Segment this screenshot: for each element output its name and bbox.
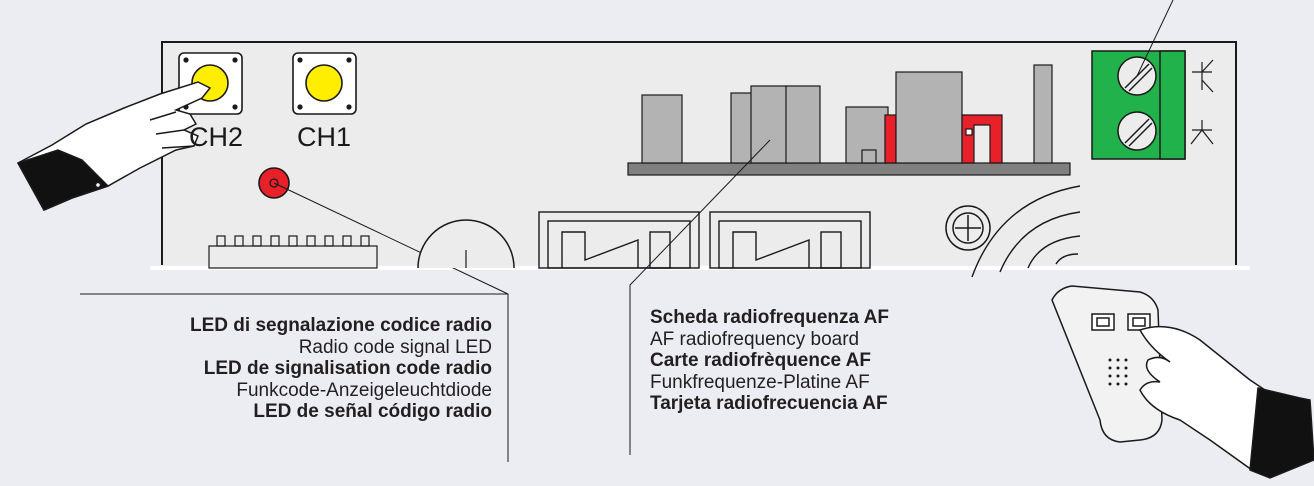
caption-line: LED di segnalazione codice radio	[190, 315, 492, 336]
hand-holding-remote-icon	[1138, 325, 1314, 479]
caption-line: Funkcode-Anzeigeleuchtdiode	[236, 379, 492, 401]
radio-waves-icon	[971, 185, 1081, 278]
caption-line: LED de señal código radio	[253, 401, 492, 423]
ch1-button	[292, 52, 357, 115]
caption-line: Carte radiofrèquence AF	[650, 350, 872, 372]
caption-line: Funkfrequenze-Platine AF	[650, 371, 870, 393]
round-capacitor	[417, 219, 515, 269]
pin-header	[208, 235, 378, 269]
relay-right	[709, 211, 871, 269]
caption-line: Radio code signal LED	[298, 336, 492, 358]
caption-line: Scheda radiofrequenza AF	[650, 307, 889, 328]
caption-line: Tarjeta radiofrecuencia AF	[650, 393, 888, 415]
antenna-symbol-icon	[1192, 59, 1214, 93]
remote-control	[1051, 285, 1163, 443]
antenna-leader-line	[1136, 0, 1174, 77]
ch1-label: CH1	[297, 122, 352, 152]
mounting-screw	[945, 205, 991, 251]
af-radiofrequency-board	[627, 64, 1071, 176]
ch2-label: CH2	[189, 122, 244, 152]
ground-symbol-icon	[1190, 120, 1214, 145]
relay-left	[538, 211, 700, 269]
caption-line: AF radiofrequency board	[650, 328, 860, 350]
caption-line: LED de signalisation code radio	[203, 358, 492, 380]
pointing-hand-icon	[16, 81, 212, 211]
antenna-terminal-block	[1091, 50, 1186, 160]
af-leader-line	[629, 139, 771, 455]
